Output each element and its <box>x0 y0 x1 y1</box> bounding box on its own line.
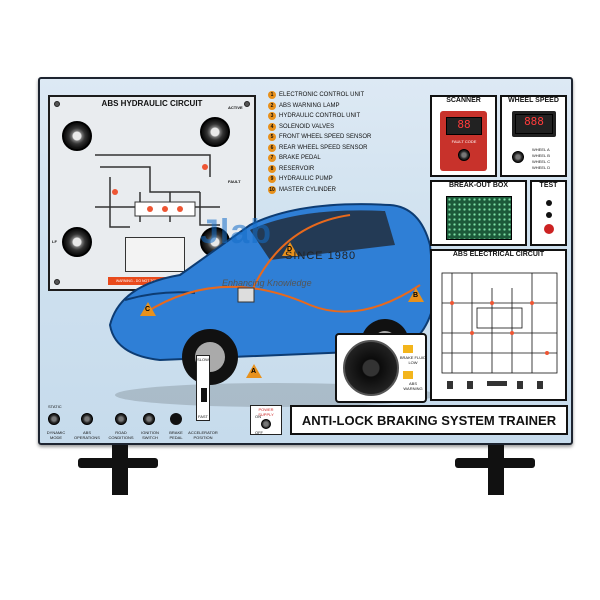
main-title: ANTI-LOCK BRAKING SYSTEM TRAINER <box>290 405 568 435</box>
abs-operations-knob[interactable] <box>81 413 93 425</box>
abs-warning-lamp-icon <box>403 371 413 379</box>
wheel-front-left-icon <box>62 227 92 257</box>
screw-icon <box>244 101 250 107</box>
test-title: TEST <box>539 182 558 189</box>
breakout-terminal-grid[interactable] <box>446 196 512 240</box>
hydraulic-circuit-panel: ABS HYDRAULIC CIRCUIT ACTIVE FAULT LF RF… <box>48 95 256 291</box>
brake-fluid-lamp-icon <box>403 345 413 353</box>
mode-switch[interactable] <box>48 413 60 425</box>
breakout-box-panel: BREAK-OUT BOX <box>430 180 527 246</box>
breakout-title: BREAK-OUT BOX <box>448 182 509 189</box>
power-switch[interactable] <box>261 419 271 429</box>
marker-d: D <box>282 242 298 256</box>
gauge-panel: BRAKE FLUID LOW ABS WARNING <box>335 333 427 403</box>
accelerator-slider[interactable]: SLOW FAST <box>196 355 210 421</box>
wheel-select-knob[interactable] <box>512 151 524 163</box>
fast-label: FAST <box>197 414 208 419</box>
speedometer-gauge-icon <box>343 340 399 396</box>
abs-operations-label: ABS OPERATIONS <box>74 430 100 440</box>
road-conditions-knob[interactable] <box>115 413 127 425</box>
stand-right-foot <box>455 458 535 468</box>
stand-right <box>488 445 504 495</box>
brake-fluid-label: BRAKE FLUID LOW <box>399 355 427 365</box>
electrical-schematic <box>441 272 558 389</box>
test-socket-icon[interactable] <box>546 200 552 206</box>
ignition-switch-label: IGNITION SWITCH <box>141 430 159 440</box>
brake-pedal-label: BRAKE PEDAL <box>169 430 183 440</box>
electrical-title: ABS ELECTRICAL CIRCUIT <box>452 251 545 258</box>
power-supply-label: POWER SUPPLY <box>258 407 274 417</box>
screw-icon <box>54 101 60 107</box>
test-panel: TEST <box>530 180 567 246</box>
brand-tagline: Enhancing Knowledge <box>222 278 312 288</box>
power-supply-box: POWER SUPPLY ON OFF <box>250 405 282 435</box>
test-socket-icon[interactable] <box>546 212 552 218</box>
brand-logo: Jlab <box>200 213 273 251</box>
pump-block <box>125 237 185 272</box>
active-label: ACTIVE <box>228 105 243 110</box>
scanner-panel: SCANNER 88 FAULT CODE <box>430 95 497 177</box>
hydraulic-title: ABS HYDRAULIC CIRCUIT <box>101 99 203 108</box>
lf-label: LF <box>52 239 57 244</box>
fault-code-label: FAULT CODE <box>451 139 477 144</box>
fault-code-button[interactable] <box>458 149 470 161</box>
wheel-speed-display: 888 <box>515 114 553 134</box>
screw-icon <box>54 279 60 285</box>
hydraulic-pipes-diagram <box>95 154 220 228</box>
wheel-speed-title: WHEEL SPEED <box>508 97 559 104</box>
ignition-switch-knob[interactable] <box>143 413 155 425</box>
wheel-rear-left-icon <box>62 121 92 151</box>
power-on-label: ON <box>255 414 261 419</box>
marker-a: A <box>246 364 262 378</box>
stand-left <box>112 445 128 495</box>
scanner-display: 88 <box>446 117 482 135</box>
power-off-label: OFF <box>255 430 263 435</box>
abs-electrical-circuit-panel: ABS ELECTRICAL CIRCUIT <box>430 249 567 401</box>
scanner-title: SCANNER <box>446 97 481 104</box>
road-conditions-label: ROAD CONDITIONS <box>108 430 134 440</box>
static-label: STATIC <box>48 404 62 409</box>
stand-left-foot <box>78 458 158 468</box>
accelerator-handle[interactable] <box>201 388 207 402</box>
wheel-rear-right-icon <box>200 117 230 147</box>
accelerator-label: ACCELERATOR POSITION <box>188 430 218 440</box>
dynamic-mode-label: DYNAMIC MODE <box>46 430 66 440</box>
marker-c: C <box>140 302 156 316</box>
abs-warning-label: ABS WARNING <box>403 381 423 391</box>
slow-label: SLOW <box>197 357 209 362</box>
fault-label: FAULT <box>228 179 241 184</box>
test-button[interactable] <box>544 224 554 234</box>
brake-pedal-button[interactable] <box>170 413 182 425</box>
brand-since: SINCE 1980 <box>285 250 357 262</box>
marker-b: B <box>408 288 424 302</box>
